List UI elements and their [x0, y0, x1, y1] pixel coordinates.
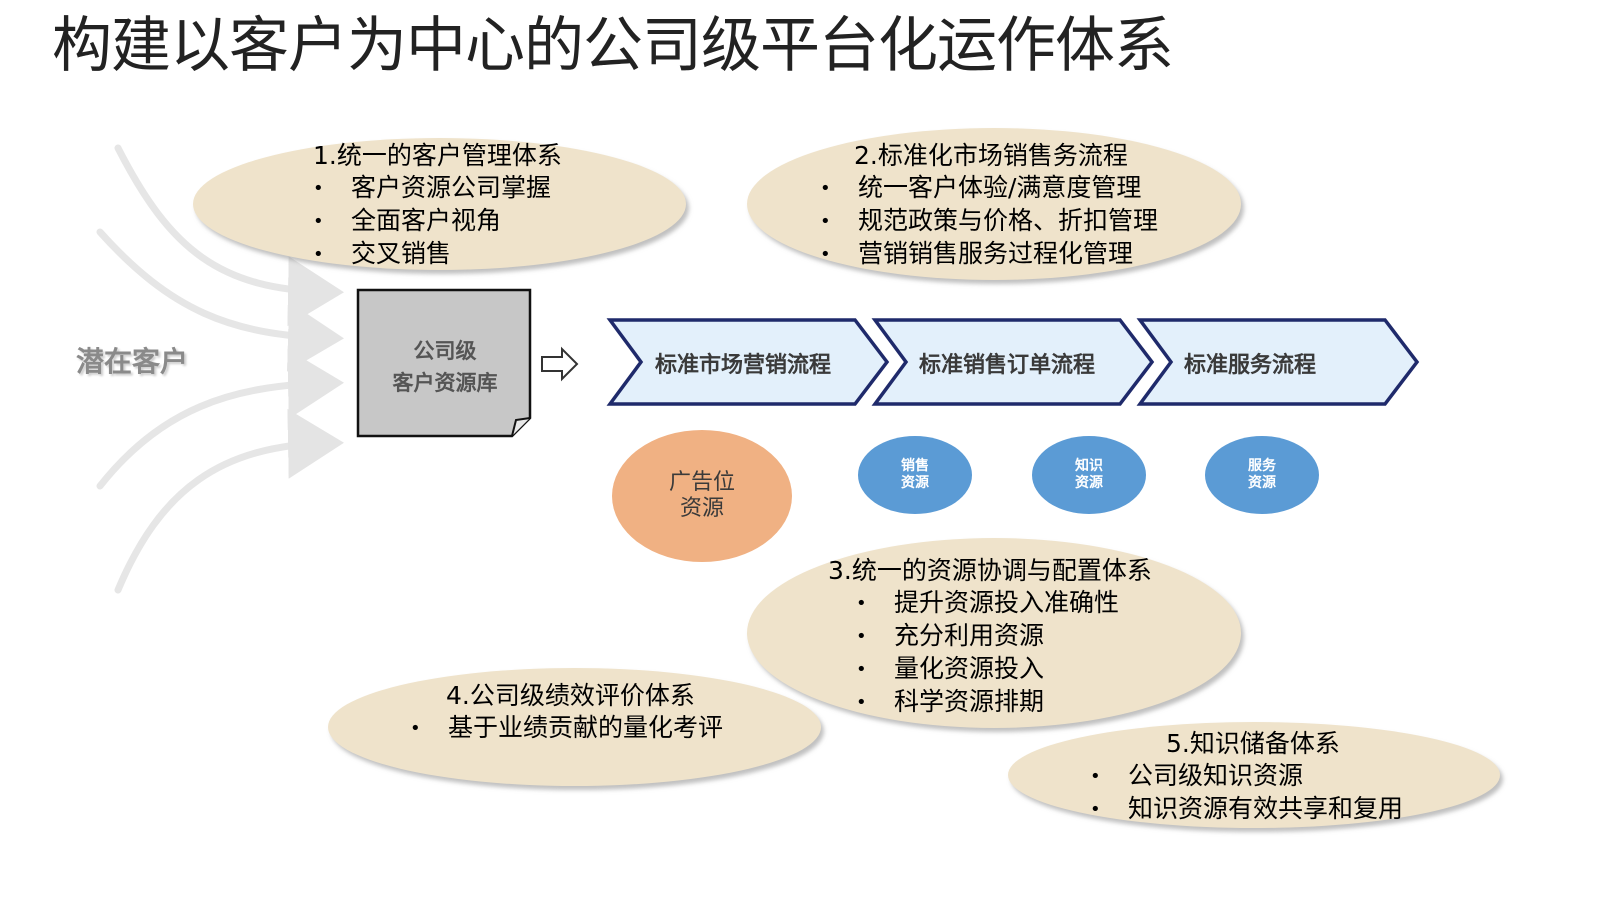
bubble-performance-evaluation [328, 668, 821, 786]
chevron-2 [871, 318, 1155, 406]
chevron-3 [1136, 318, 1420, 406]
bubble-3-item: • 科学资源排期 [828, 686, 1152, 719]
bubble-2-item-text: 统一客户体验/满意度管理 [858, 173, 1142, 202]
bubble-1-text: 1.统一的客户管理体系 • 客户资源公司掌握 • 全面客户视角 • 交叉销售 [313, 140, 562, 271]
arrow-curve-3 [96, 348, 344, 490]
bullet-icon: • [856, 593, 867, 614]
bubble-5-item-text: 公司级知识资源 [1128, 761, 1304, 790]
bullet-icon: • [820, 211, 831, 232]
bubble-1-item: • 客户资源公司掌握 [313, 172, 562, 205]
ad-resource-label: 广告位 资源 [668, 470, 735, 521]
bubble-5-item: • 公司级知识资源 [1090, 760, 1403, 793]
bubble-standard-process [747, 128, 1241, 280]
arrow-curve-1 [114, 144, 344, 327]
bubble-1-item-text: 全面客户视角 [351, 206, 502, 235]
bubble-2-item-text: 营销销售服务过程化管理 [858, 239, 1134, 268]
process-chevrons [606, 318, 1420, 406]
bubble-5-text: 5.知识储备体系 • 公司级知识资源 • 知识资源有效共享和复用 [1090, 728, 1403, 826]
knowledge-resource-circle: 知识 资源 [1032, 436, 1146, 514]
bullet-icon: • [1090, 766, 1101, 787]
bubble-2-text: 2.标准化市场销售务流程 • 统一客户体验/满意度管理 • 规范政策与价格、折扣管理… [820, 140, 1158, 271]
prospect-label: 潜在客户 [76, 345, 189, 378]
bubble-4-item: • 基于业绩贡献的量化考评 [410, 712, 723, 745]
chevron-1 [606, 318, 890, 406]
customer-db-line2: 客户资源库 [392, 371, 498, 395]
bubble-5-item-text: 知识资源有效共享和复用 [1128, 794, 1404, 823]
bubble-2-item: • 营销销售服务过程化管理 [820, 238, 1158, 271]
sales-resource-label: 销售 资源 [901, 458, 929, 491]
customer-db-line1: 公司级 [413, 339, 477, 363]
bullet-icon: • [820, 178, 831, 199]
bubble-4-text: 4.公司级绩效评价体系 • 基于业绩贡献的量化考评 [410, 680, 723, 745]
bubble-resource-coordination [747, 538, 1241, 728]
process-step-sales-order: 标准销售订单流程 [919, 353, 1096, 378]
process-step-marketing: 标准市场营销流程 [655, 353, 832, 378]
bubble-2-item-text: 规范政策与价格、折扣管理 [858, 206, 1159, 235]
bubble-3-item-text: 充分利用资源 [894, 621, 1045, 650]
bubble-3-item: • 充分利用资源 [828, 620, 1152, 653]
bubble-3-heading: 3.统一的资源协调与配置体系 [828, 556, 1152, 585]
page-title: 构建以客户为中心的公司级平台化运作体系 [52, 11, 1174, 81]
customer-db-label: 公司级 客户资源库 [365, 335, 525, 399]
bubble-2-heading: 2.标准化市场销售务流程 [854, 141, 1128, 170]
bubble-customer-management [193, 138, 686, 270]
bubble-5-heading: 5.知识储备体系 [1166, 729, 1340, 758]
bubble-4-item-text: 基于业绩贡献的量化考评 [448, 713, 724, 742]
arrow-curve-2 [96, 228, 344, 372]
sales-resource-circle: 销售 资源 [858, 436, 972, 514]
bubble-1-item: • 全面客户视角 [313, 205, 562, 238]
bubble-1-item-text: 客户资源公司掌握 [351, 173, 552, 202]
bubble-3-item-text: 科学资源排期 [894, 687, 1045, 716]
bubble-3-item-text: 提升资源投入准确性 [894, 588, 1120, 617]
bullet-icon: • [410, 718, 421, 739]
bullet-icon: • [313, 178, 324, 199]
bubble-3-text: 3.统一的资源协调与配置体系 • 提升资源投入准确性 • 充分利用资源 • 量化资源投… [828, 555, 1152, 719]
bubble-1-heading: 1.统一的客户管理体系 [313, 141, 562, 170]
hollow-arrow [541, 346, 579, 382]
bubble-4-heading: 4.公司级绩效评价体系 [446, 681, 695, 710]
bullet-icon: • [313, 244, 324, 265]
knowledge-resource-label: 知识 资源 [1075, 458, 1103, 491]
bullet-icon: • [856, 692, 867, 713]
bubble-2-item: • 规范政策与价格、折扣管理 [820, 205, 1158, 238]
service-resource-circle: 服务 资源 [1205, 436, 1319, 514]
service-resource-label: 服务 资源 [1248, 458, 1276, 491]
bubble-3-item-text: 量化资源投入 [894, 654, 1045, 683]
bubble-3-item: • 量化资源投入 [828, 653, 1152, 686]
bullet-icon: • [856, 626, 867, 647]
bullet-icon: • [856, 659, 867, 680]
bullet-icon: • [1090, 799, 1101, 820]
process-step-service: 标准服务流程 [1184, 353, 1317, 378]
customer-db-fold [511, 417, 531, 437]
bubble-1-item-text: 交叉销售 [351, 239, 452, 268]
bubble-2-item: • 统一客户体验/满意度管理 [820, 172, 1158, 205]
ad-resource-circle: 广告位 资源 [612, 430, 792, 562]
bubble-knowledge-reserve [1008, 722, 1500, 828]
arrow-curve-4 [114, 408, 344, 594]
bubble-5-item: • 知识资源有效共享和复用 [1090, 793, 1403, 826]
bullet-icon: • [313, 211, 324, 232]
bubble-1-item: • 交叉销售 [313, 238, 562, 271]
bullet-icon: • [820, 244, 831, 265]
bubble-3-item: • 提升资源投入准确性 [828, 587, 1152, 620]
